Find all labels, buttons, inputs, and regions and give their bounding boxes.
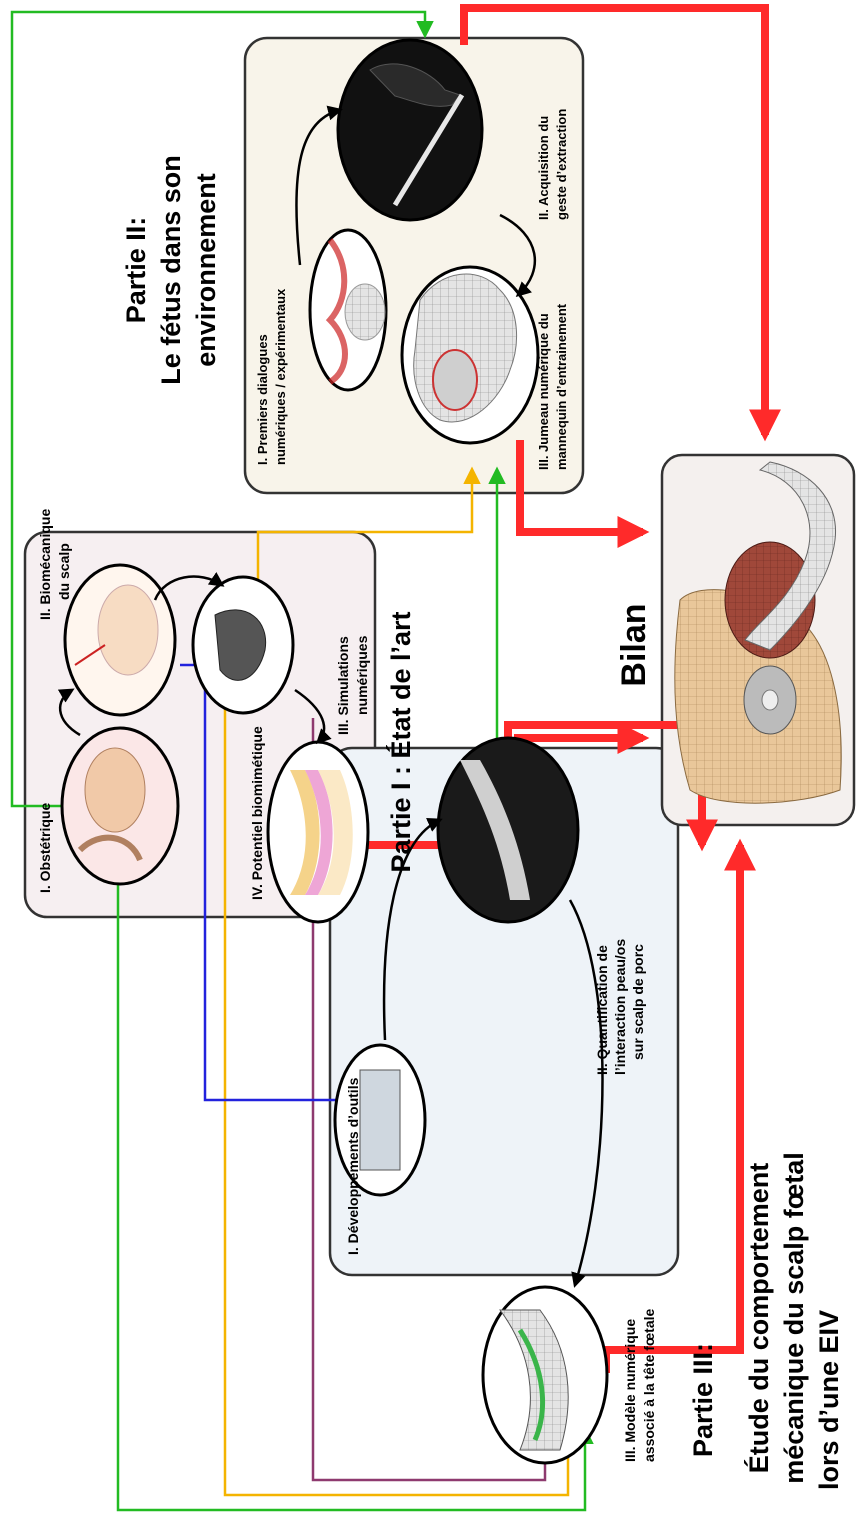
arrow-outils-to-quantification bbox=[382, 818, 443, 1041]
part2-item-2-line1: II. Acquisition du bbox=[536, 116, 551, 220]
modele-mesh bbox=[499, 1309, 569, 1451]
yellow-links bbox=[223, 466, 577, 1497]
extraction-hand bbox=[369, 63, 461, 107]
part1-item-scalp-line2: du scalp bbox=[56, 543, 72, 600]
dialogues-mesh bbox=[325, 238, 348, 385]
layer-yellow bbox=[290, 770, 320, 895]
part3-content: I. Développements d’outils II. Quantific… bbox=[333, 736, 657, 1465]
part1-title: Partie I : État de l’art bbox=[385, 611, 416, 872]
bilan-content bbox=[674, 461, 842, 804]
part3-item-quantification-line3: sur scalp de porc bbox=[630, 944, 646, 1060]
quantification-sample bbox=[460, 760, 530, 900]
dialogues-sphere bbox=[344, 283, 386, 341]
part2-item-1-line1: I. Premiers dialogues bbox=[255, 334, 270, 465]
arrow-scalp-to-simulations bbox=[153, 572, 225, 601]
part2-title-line3: environnement bbox=[191, 173, 221, 367]
yellow-link-simulations-to-part2 bbox=[256, 466, 481, 612]
layer-cream bbox=[318, 770, 353, 895]
part2-item-3-line1: III. Jumeau numérique du bbox=[536, 313, 551, 470]
part2-item-2-line2: geste d’extraction bbox=[554, 109, 569, 220]
layer-pink bbox=[305, 770, 333, 895]
part3-title-line3: mécanique du scalp fœtal bbox=[779, 1152, 809, 1484]
part2-title-line2: Le fétus dans son bbox=[156, 155, 186, 385]
part3-title-line2: Étude du comportement bbox=[743, 1163, 774, 1474]
acquisition-photo bbox=[336, 38, 484, 222]
green-links bbox=[10, 10, 594, 1512]
green-link-obstetrique-to-part3 bbox=[116, 728, 594, 1512]
obstetrique-hand bbox=[77, 834, 143, 862]
part1-item-biomimetique: IV. Potentiel biomimétique bbox=[249, 726, 265, 900]
part1-item-obstetrique: I. Obstétrique bbox=[37, 803, 53, 893]
part3-item-modele-line2: associé à la tête fœtale bbox=[641, 1308, 657, 1462]
extraction-cord bbox=[392, 93, 465, 207]
jumeau-head bbox=[432, 349, 478, 411]
part2-item-1-line2: numériques / expérimentaux bbox=[273, 288, 288, 465]
bilan-head bbox=[724, 541, 816, 659]
part1-content: I. Obstétrique II. Biomécanique du scalp… bbox=[37, 509, 370, 924]
bilan-cord bbox=[744, 461, 837, 651]
arrow-dialogues-to-acquisition bbox=[295, 105, 343, 266]
arrow-obstetrique-to-scalp bbox=[57, 688, 81, 737]
bilan-disc-inner bbox=[761, 689, 779, 711]
part3-title-line4: lors d’une EIV bbox=[814, 1310, 844, 1490]
modele-contour bbox=[517, 1328, 546, 1441]
part3-item-quantification-line1: II. Quantification de bbox=[594, 945, 610, 1075]
arrow-simulations-to-biomimetique bbox=[294, 688, 332, 745]
part1-item-simulations-line1: III. Simulations bbox=[335, 636, 351, 735]
bilan-title: Bilan bbox=[615, 603, 653, 686]
yellow-link-simulations-to-part3 bbox=[223, 660, 577, 1497]
blue-link-scalp-to-quantification bbox=[180, 663, 422, 1109]
part3-item-modele-line1: III. Modèle numérique bbox=[622, 1319, 638, 1462]
part2-item-3-line2: mannequin d’entrainement bbox=[554, 303, 569, 470]
part1-item-simulations-line2: numériques bbox=[354, 635, 370, 715]
simulations-mesh bbox=[214, 609, 267, 681]
arrow-quantification-to-modele bbox=[568, 899, 604, 1288]
red-link-jumeau-to-bilan bbox=[516, 440, 650, 548]
part2-content: I. Premiers dialogues numériques / expér… bbox=[255, 38, 569, 470]
arrow-acquisition-to-jumeau bbox=[499, 213, 536, 298]
part3-item-quantification-line2: l’interaction peau/os bbox=[612, 939, 628, 1075]
part1-item-scalp-line1: II. Biomécanique bbox=[37, 509, 53, 620]
green-link-obstetrique-to-acquisition bbox=[10, 10, 434, 808]
scalp-head bbox=[97, 584, 159, 676]
red-link-acquisition-to-bilan bbox=[460, 4, 781, 442]
part3-title-line1: Partie III: bbox=[688, 1343, 718, 1457]
scalp-arrow bbox=[74, 644, 106, 666]
part2-title-line1: Partie II: bbox=[121, 217, 151, 324]
part3-item-outils: I. Développements d’outils bbox=[345, 1077, 361, 1255]
obstetrique-fetus bbox=[84, 747, 146, 833]
outils-device bbox=[359, 1069, 401, 1171]
